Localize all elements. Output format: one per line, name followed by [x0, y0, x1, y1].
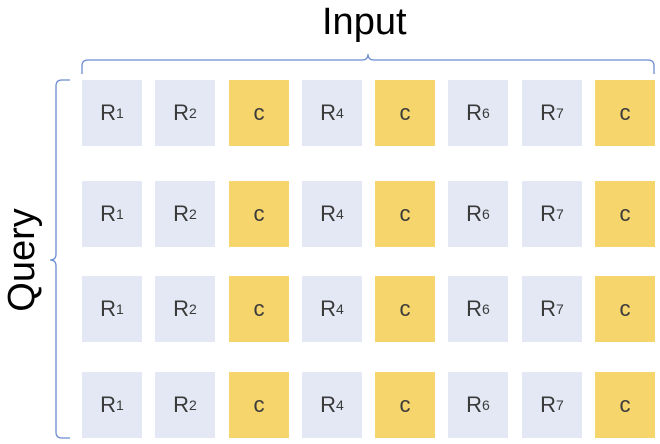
token-base: R — [320, 100, 337, 125]
token-base: R — [540, 201, 557, 226]
token-cell-c: c — [595, 372, 655, 438]
token-base: c — [619, 100, 631, 125]
token-cell-c: c — [229, 181, 289, 247]
token-base: R — [100, 296, 117, 321]
token-base: c — [619, 392, 631, 417]
token-base: c — [619, 201, 631, 226]
query-brace-path — [49, 79, 70, 439]
token-cell-c: c — [595, 181, 655, 247]
token-base: c — [399, 392, 411, 417]
token-cell-c: c — [375, 80, 435, 146]
token-base: c — [253, 201, 265, 226]
token-base: R — [466, 392, 483, 417]
token-base: c — [253, 296, 265, 321]
token-base: c — [253, 100, 265, 125]
token-cell-c: c — [375, 372, 435, 438]
token-base: R — [540, 392, 557, 417]
token-base: R — [466, 100, 483, 125]
token-cell-c: c — [595, 276, 655, 342]
token-cell-c: c — [375, 181, 435, 247]
token-base: c — [619, 296, 631, 321]
token-cell-c: c — [229, 372, 289, 438]
token-base: R — [540, 100, 557, 125]
input-label: Input — [322, 1, 407, 43]
token-base: R — [173, 392, 190, 417]
token-base: R — [173, 100, 190, 125]
token-base: R — [173, 296, 190, 321]
token-base: R — [100, 392, 117, 417]
token-base: c — [253, 392, 265, 417]
token-base: R — [466, 201, 483, 226]
token-cell-c: c — [375, 276, 435, 342]
token-base: R — [173, 201, 190, 226]
input-brace-path — [81, 53, 655, 74]
token-base: c — [399, 296, 411, 321]
token-base: R — [320, 392, 337, 417]
token-base: c — [399, 100, 411, 125]
token-cell-c: c — [595, 80, 655, 146]
token-base: R — [320, 201, 337, 226]
token-cell-c: c — [229, 276, 289, 342]
token-base: R — [320, 296, 337, 321]
token-base: R — [100, 100, 117, 125]
token-cell-c: c — [229, 80, 289, 146]
token-base: R — [100, 201, 117, 226]
token-base: c — [399, 201, 411, 226]
token-base: R — [466, 296, 483, 321]
token-base: R — [540, 296, 557, 321]
